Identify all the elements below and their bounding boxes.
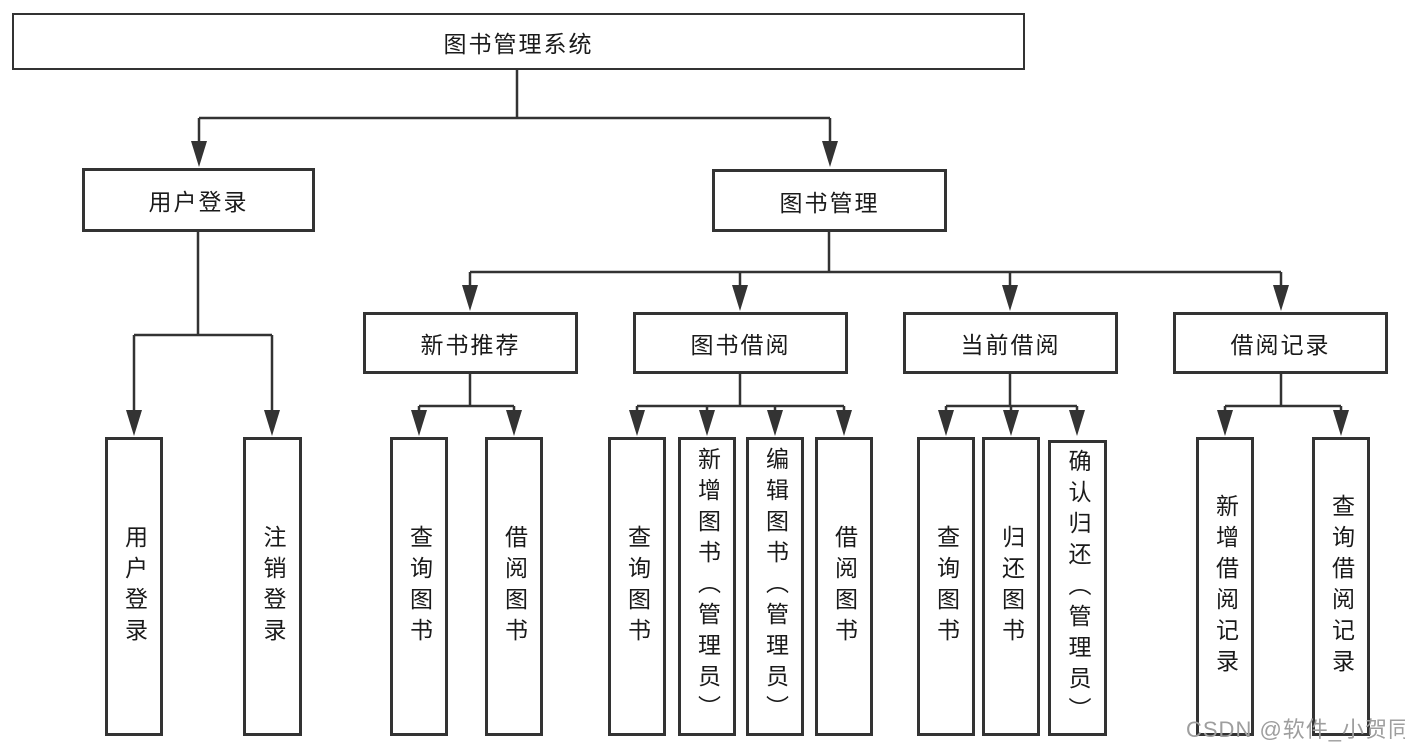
- connector-arrowhead-icon: [1333, 410, 1349, 436]
- node-label: 图书管理: [779, 189, 880, 216]
- connector-arrowhead-icon: [822, 141, 838, 167]
- node-br-add-record: 新增借阅记录: [1196, 437, 1254, 736]
- connector-arrowhead-icon: [629, 410, 645, 436]
- connector-arrowhead-icon: [699, 410, 715, 436]
- node-borrow-records: 借阅记录: [1173, 312, 1388, 374]
- node-label: 查询图书: [624, 524, 651, 649]
- node-cb-return-books: 归还图书: [982, 437, 1040, 736]
- node-label: 查询图书: [406, 524, 433, 649]
- node-label: 新书推荐: [420, 332, 521, 358]
- node-cb-query-books: 查询图书: [917, 437, 975, 736]
- node-bb-add-books: 新增图书（管理员）: [678, 437, 736, 736]
- node-bb-query-books: 查询图书: [608, 437, 666, 736]
- node-cb-confirm-return: 确认归还（管理员）: [1048, 440, 1107, 736]
- connector-arrowhead-icon: [1002, 285, 1018, 311]
- node-br-query-record: 查询借阅记录: [1312, 437, 1370, 736]
- connector-arrowhead-icon: [126, 410, 142, 436]
- node-label: 归还图书: [998, 524, 1025, 649]
- node-label: 注销登录: [260, 524, 286, 649]
- connector-arrowhead-icon: [1069, 410, 1085, 436]
- node-label: 编辑图书（管理员）: [762, 447, 789, 726]
- connector-arrowhead-icon: [1003, 410, 1019, 436]
- connector-arrowhead-icon: [462, 285, 478, 311]
- node-logout: 注销登录: [243, 437, 302, 736]
- node-label: 查询图书: [933, 524, 960, 649]
- connector-arrowhead-icon: [1217, 410, 1233, 436]
- node-label: 图书借阅: [690, 332, 791, 358]
- node-label: 用户登录: [148, 189, 249, 215]
- connector-arrowhead-icon: [411, 410, 427, 436]
- node-label: 用户登录: [121, 524, 148, 649]
- connector-arrowhead-icon: [264, 410, 280, 436]
- node-label: 借阅图书: [831, 524, 858, 649]
- node-login: 用户登录: [105, 437, 163, 736]
- node-rec-query-books: 查询图书: [390, 437, 448, 736]
- node-current-borrow: 当前借阅: [903, 312, 1118, 374]
- node-label: 查询借阅记录: [1328, 493, 1355, 680]
- connector-arrowhead-icon: [506, 410, 522, 436]
- node-root: 图书管理系统: [12, 13, 1025, 70]
- connector-arrowhead-icon: [938, 410, 954, 436]
- node-label: 新增借阅记录: [1212, 493, 1239, 680]
- node-label: 图书管理系统: [443, 30, 594, 57]
- connector-arrowhead-icon: [191, 141, 207, 167]
- node-label: 当前借阅: [960, 332, 1061, 358]
- connector-arrowhead-icon: [767, 410, 783, 436]
- node-book-borrow: 图书借阅: [633, 312, 848, 374]
- node-rec-borrow-books: 借阅图书: [485, 437, 543, 736]
- node-label: 确认归还（管理员）: [1065, 448, 1091, 728]
- connector-arrowhead-icon: [836, 410, 852, 436]
- node-bb-edit-books: 编辑图书（管理员）: [746, 437, 804, 736]
- node-label: 借阅记录: [1230, 332, 1331, 358]
- node-label: 新增图书（管理员）: [694, 447, 721, 726]
- node-book-mgmt: 图书管理: [712, 169, 947, 232]
- node-new-book-rec: 新书推荐: [363, 312, 578, 374]
- node-label: 借阅图书: [501, 524, 528, 649]
- connector-arrowhead-icon: [1273, 285, 1289, 311]
- connector-arrowhead-icon: [732, 285, 748, 311]
- node-bb-borrow-books: 借阅图书: [815, 437, 873, 736]
- node-user-login: 用户登录: [82, 168, 315, 232]
- csdn-watermark: CSDN @软件_小贺同学: [1186, 717, 1405, 742]
